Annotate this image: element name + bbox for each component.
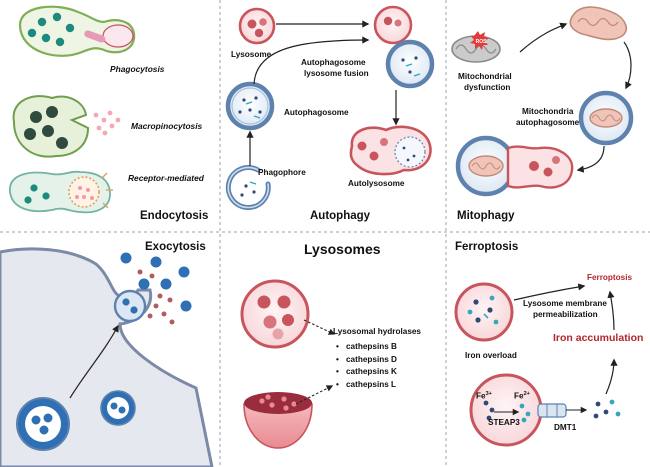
lmp-label-line1: Lysosome membrane [523, 299, 607, 308]
fe2-base: Fe [514, 391, 524, 401]
ferroptosis-outcome: Ferroptosis [587, 273, 633, 282]
macropinocytosis-label: Macropinocytosis [131, 121, 203, 131]
lysosome-sphere [240, 279, 310, 349]
phagophore [225, 165, 271, 210]
hydrolase-item: cathepsins D [336, 354, 397, 367]
fe3-base: Fe [476, 391, 486, 401]
mito-autophagosome-line1: Mitochondria [522, 107, 574, 116]
ferroptosis-title: Ferroptosis [455, 241, 519, 253]
fusion-label-line2: lysosome fusion [304, 69, 369, 78]
autophagosome-label: Autophagosome [284, 108, 349, 117]
macropinocytosis-cell [12, 95, 121, 158]
hydrolases-list: cathepsins B cathepsins D cathepsins K c… [336, 341, 397, 391]
damaged-mitochondrion [569, 6, 628, 41]
ros-label: ROS [476, 39, 488, 45]
exocytosis-title: Exocytosis [145, 241, 206, 253]
mitophagy-arrows [519, 22, 632, 173]
fe2-sup: 2+ [523, 391, 530, 397]
mito-dysfunction-line2: dysfunction [464, 83, 511, 92]
receptor-mediated-cell [9, 170, 113, 214]
dmt1-label: DMT1 [554, 423, 577, 432]
autophagy-lysosome [238, 7, 276, 45]
mitolysosome [455, 135, 574, 197]
autophagosome [225, 81, 275, 131]
fusion-complex [373, 5, 435, 89]
released-iron [566, 399, 621, 419]
phagocytosis-label: Phagocytosis [110, 64, 165, 74]
exocytosis-cell [0, 247, 214, 467]
fe3-label: Fe3+ [476, 391, 492, 401]
autophagy-title: Autophagy [310, 210, 371, 222]
autolysosome-label: Autolysosome [348, 179, 405, 188]
hydrolases-heading: Lysosomal hydrolases [333, 327, 421, 336]
mitophagy-title: Mitophagy [457, 210, 515, 222]
endocytosis-title: Endocytosis [140, 210, 209, 222]
fusion-label-line1: Autophagosome [301, 58, 366, 67]
mito-autophagosome-line2: autophagosome [516, 118, 580, 127]
steap3-label: STEAP3 [488, 418, 520, 427]
autolysosome [349, 125, 432, 176]
autophagy-arrows [246, 20, 400, 166]
lysosomes-title: Lysosomes [304, 241, 381, 257]
iron-overload-lysosome [454, 282, 514, 342]
phagophore-label: Phagophore [258, 168, 306, 177]
lysosomes-arrows [295, 319, 336, 405]
iron-overload-label: Iron overload [465, 351, 517, 360]
dysfunctional-mitochondrion: ROS [451, 31, 501, 63]
mitochondria-autophagosome [578, 90, 634, 146]
steap3-lysosome [469, 373, 567, 447]
hydrolase-item: cathepsins B [336, 341, 397, 354]
lmp-label-line2: permeabilization [533, 310, 598, 319]
phagocytosis-cell [18, 5, 136, 57]
receptor-mediated-label: Receptor-mediated [128, 173, 204, 183]
lysosome-label: Lysosome [231, 50, 272, 59]
lysosome-cross-section [243, 392, 313, 449]
hydrolase-item: cathepsins K [336, 366, 397, 379]
hydrolase-item: cathepsins L [336, 379, 397, 392]
iron-accumulation-label: Iron accumulation [553, 332, 644, 344]
ferroptosis-arrows [513, 283, 618, 395]
exocytosed-particles [120, 252, 192, 325]
mito-dysfunction-line1: Mitochondrial [458, 72, 512, 81]
fe3-sup: 3+ [485, 391, 492, 397]
fe2-label: Fe2+ [514, 391, 530, 401]
